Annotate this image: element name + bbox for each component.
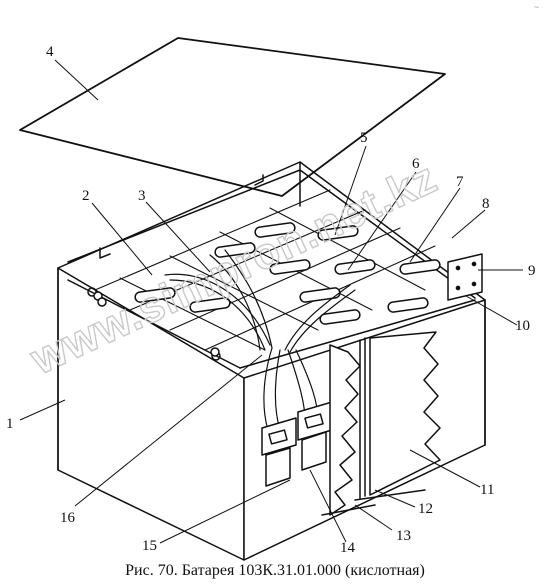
callout-8: 8 — [482, 196, 490, 212]
figure-caption: Рис. 70. Батарея 103К.31.01.000 (кислотн… — [125, 562, 425, 579]
terminal-plate — [447, 253, 483, 301]
corner-mark: ~ — [534, 2, 540, 12]
cell-plates — [321, 331, 441, 516]
callout-16: 16 — [60, 510, 76, 526]
callout-3: 3 — [138, 188, 146, 204]
leader-lines — [19, 59, 523, 544]
callout-1: 1 — [6, 416, 14, 432]
callout-14: 14 — [340, 540, 356, 556]
callout-5: 5 — [360, 130, 368, 146]
callout-7: 7 — [456, 174, 464, 190]
battery-lid — [19, 37, 446, 197]
callout-10: 10 — [515, 318, 530, 334]
callout-6: 6 — [412, 156, 420, 172]
callout-13: 13 — [396, 528, 411, 544]
connector-plugs — [261, 401, 333, 487]
callout-12: 12 — [418, 501, 433, 517]
callout-2: 2 — [82, 188, 90, 204]
callout-11: 11 — [480, 482, 494, 498]
connector-bars — [93, 222, 441, 357]
callout-9: 9 — [528, 263, 536, 279]
callout-labels: 4 1 2 3 5 6 7 8 9 10 11 12 13 14 15 16 — [6, 44, 536, 556]
callout-15: 15 — [142, 538, 157, 554]
callout-4: 4 — [46, 44, 54, 60]
